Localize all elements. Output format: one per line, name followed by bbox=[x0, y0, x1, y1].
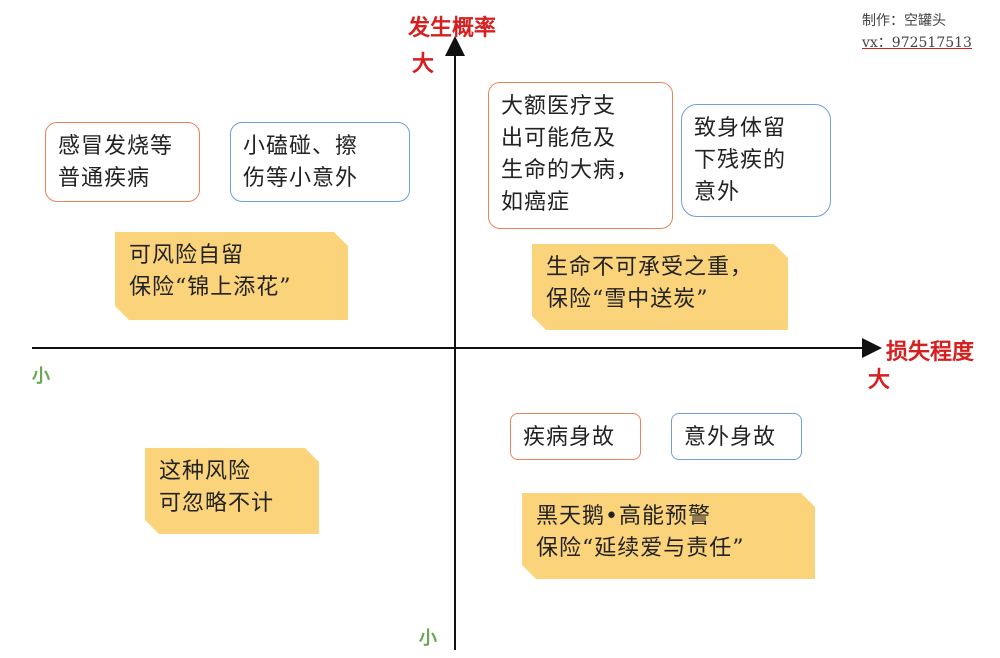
x-axis-high-label: 大 bbox=[868, 368, 891, 393]
illness-death-box: 疾病身故 bbox=[510, 413, 641, 460]
credit: 制作：空罐头 vx：972517513 bbox=[862, 10, 972, 54]
y-axis-low-label: 小 bbox=[419, 628, 437, 649]
disability-accident-box: 致身体留 下残疾的 意外 bbox=[681, 104, 831, 217]
credit-contact: vx：972517513 bbox=[862, 35, 972, 51]
minor-injury-box: 小磕碰、擦 伤等小意外 bbox=[230, 122, 410, 202]
accident-death-box: 意外身故 bbox=[671, 413, 802, 460]
bottom-right-note: 黑天鹅•高能预警 保险“延续爱与责任” bbox=[522, 493, 815, 579]
major-illness-box: 大额医疗支 出可能危及 生命的大病， 如癌症 bbox=[488, 82, 673, 229]
common-illness-box: 感冒发烧等 普通疾病 bbox=[45, 122, 200, 202]
top-left-note: 可风险自留 保险“锦上添花” bbox=[115, 232, 348, 320]
x-axis-low-label: 小 bbox=[32, 366, 50, 387]
y-axis-title: 发生概率 bbox=[408, 16, 497, 41]
y-axis-high-label: 大 bbox=[412, 52, 435, 77]
credit-author: 制作：空罐头 bbox=[862, 13, 946, 29]
top-right-note: 生命不可承受之重， 保险“雪中送炭” bbox=[532, 244, 788, 330]
bottom-left-note: 这种风险 可忽略不计 bbox=[145, 448, 319, 534]
x-axis-title: 损失程度 bbox=[886, 340, 975, 365]
